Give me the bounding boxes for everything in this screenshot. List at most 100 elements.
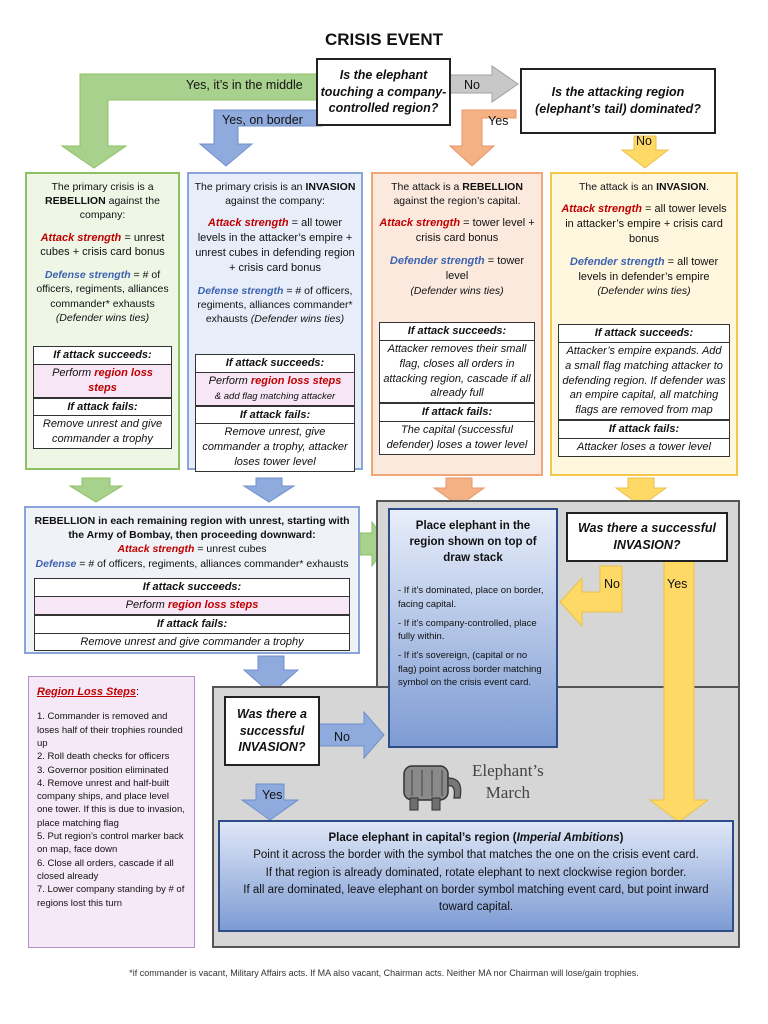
elephants-march-title: Elephant’s March — [472, 760, 544, 804]
green-succ-head: If attack succeeds: — [34, 347, 171, 365]
orange-outcome-table: If attack succeeds: Attacker removes the… — [379, 322, 535, 455]
panel-place-elephant-draw: Place elephant in the region shown on to… — [388, 508, 558, 748]
blue-outcome-table: If attack succeeds: Perform region loss … — [195, 354, 355, 472]
arrow-orange-down — [432, 477, 486, 507]
green-intro: The primary crisis is a REBELLION agains… — [45, 181, 160, 222]
blue-fail-head: If attack fails: — [196, 405, 354, 425]
panel-rebellion-capital: The attack is a REBELLION against the re… — [371, 172, 543, 476]
yellow-succ-head: If attack succeeds: — [559, 325, 729, 343]
question-attacking-dominated: Is the attacking region (elephant’s tail… — [520, 68, 716, 134]
arrow-no-inv1-overlay — [559, 565, 623, 628]
region-loss-title: Region Loss Steps: — [37, 686, 140, 698]
panel-invasion-company: The primary crisis is an INVASION agains… — [187, 172, 363, 472]
label-yes-border: Yes, on border — [222, 113, 303, 127]
rebellion-outcome-table: If attack succeeds: Perform region loss … — [34, 578, 350, 652]
region-loss-step: 2. Roll death checks for officers — [37, 751, 170, 763]
place-draw-bullet-3: - If it’s sovereign, (capital or no flag… — [398, 650, 542, 689]
orange-attack: Attack strength = tower level + crisis c… — [379, 217, 535, 245]
rebellion-head: REBELLION in each remaining region with … — [34, 515, 350, 542]
blue-defense: Defense strength = # of officers, regime… — [197, 284, 353, 326]
arrow-yes-inv2-overlay — [240, 783, 300, 821]
yellow-fail-head: If attack fails: — [559, 420, 729, 439]
blue-succ: Perform region loss steps& add flag matc… — [196, 372, 354, 406]
rebellion-defense: Defense = # of officers, regiments, alli… — [35, 557, 349, 570]
capital-line-3: If all are dominated, leave elephant on … — [243, 883, 709, 913]
green-ties: (Defender wins ties) — [55, 311, 150, 324]
arrow-no-inv2-overlay — [317, 710, 385, 760]
arrow-yes-dominated — [448, 109, 517, 167]
region-loss-step: 7. Lower company standing by # of region… — [37, 884, 185, 909]
arrow-yes-inv1-overlay — [648, 555, 710, 823]
question-successful-invasion-2: Was there a successful INVASION? — [224, 696, 320, 766]
elephant-token-icon — [403, 765, 462, 811]
rebellion-succ: Perform region loss steps — [35, 596, 349, 615]
label-yes-inv2: Yes — [262, 788, 283, 802]
green-fail-head: If attack fails: — [34, 397, 171, 417]
place-draw-bullet-1: - If it’s dominated, place on border, fa… — [398, 585, 544, 610]
arrow-yes-middle — [60, 73, 321, 169]
label-no-inv1: No — [604, 577, 620, 591]
arrow-no-dominated — [620, 135, 670, 169]
yellow-succ: Attacker’s empire expands. Add a small f… — [559, 343, 729, 421]
label-yes-middle: Yes, it’s in the middle — [186, 78, 303, 92]
region-loss-step: 4. Remove unrest and half-built company … — [37, 777, 185, 829]
blue-attack: Attack strength = all tower levels in th… — [195, 217, 355, 274]
arrow-no-top — [449, 65, 519, 103]
rebellion-attack: Attack strength = unrest cubes — [117, 543, 267, 556]
arrow-rebellion-down — [242, 655, 300, 695]
label-no-dominated: No — [636, 134, 652, 148]
orange-succ-head: If attack succeeds: — [380, 323, 534, 341]
orange-fail: The capital (successful defender) loses … — [386, 424, 528, 451]
blue-fail: Remove unrest, give commander a trophy, … — [202, 426, 348, 469]
rebellion-fail-head: If attack fails: — [35, 614, 349, 634]
blue-succ-head: If attack succeeds: — [196, 355, 354, 373]
place-draw-bullet-2: - If it’s company-controlled, place full… — [398, 617, 537, 643]
label-yes-dominated: Yes — [488, 114, 509, 128]
yellow-ties: (Defender wins ties) — [597, 285, 691, 298]
panel-rebellion-company: The primary crisis is a REBELLION agains… — [25, 172, 180, 470]
yellow-defense: Defender strength = all tower levels in … — [569, 255, 719, 283]
capital-line-1: Point it across the border with the symb… — [253, 849, 699, 862]
yellow-outcome-table: If attack succeeds: Attacker’s empire ex… — [558, 324, 730, 457]
yellow-fail: Attacker loses a tower level — [577, 440, 711, 453]
arrow-yes-border — [198, 109, 323, 167]
region-loss-step: 1. Commander is removed and loses half o… — [37, 711, 183, 749]
capital-line-2: If that region is already dominated, rot… — [265, 866, 687, 879]
green-attack: Attack strength = unrest cubes + crisis … — [40, 231, 165, 259]
region-loss-step: 5. Put region’s control marker back on m… — [37, 831, 184, 856]
green-outcome-table: If attack succeeds: Perform region loss … — [33, 346, 172, 450]
arrow-green-down — [68, 477, 124, 503]
yellow-attack: Attack strength = all tower levels in at… — [561, 203, 727, 245]
march-line-1: Elephant’s — [472, 761, 544, 780]
orange-fail-head: If attack fails: — [380, 403, 534, 423]
region-loss-step: 3. Governor position eliminated — [37, 764, 169, 776]
page-title: CRISIS EVENT — [324, 30, 444, 49]
march-line-2: March — [485, 783, 531, 803]
panel-remaining-rebellions: REBELLION in each remaining region with … — [24, 506, 360, 654]
label-no-inv2: No — [334, 730, 350, 744]
green-defense: Defense strength = # of officers, regime… — [36, 269, 169, 310]
rebellion-fail: Remove unrest and give commander a troph… — [80, 635, 304, 648]
panel-invasion-empire: The attack is an INVASION. Attack streng… — [550, 172, 738, 476]
panel-region-loss-steps: Region Loss Steps: 1. Commander is remov… — [28, 676, 195, 948]
region-loss-step: 6. Close all orders, cascade if all clos… — [37, 857, 174, 882]
panel-place-elephant-capital: Place elephant in capital’s region (Impe… — [218, 820, 734, 932]
orange-intro: The attack is a REBELLION against the re… — [391, 181, 523, 208]
green-fail: Remove unrest and give commander a troph… — [42, 418, 163, 446]
capital-head: Place elephant in capital’s region (Impe… — [328, 832, 624, 844]
yellow-intro: The attack is an INVASION. — [579, 181, 709, 193]
orange-succ: Attacker removes their small flag, close… — [380, 341, 534, 404]
place-draw-head: Place elephant in the region shown on to… — [409, 520, 537, 565]
footnote: *if commander is vacant, Military Affair… — [129, 968, 639, 978]
label-no-top: No — [464, 78, 480, 92]
arrow-yellow-down — [614, 477, 668, 507]
label-yes-inv1: Yes — [667, 577, 688, 591]
question-successful-invasion-1: Was there a successful INVASION? — [566, 512, 728, 562]
question-elephant-touching: Is the elephant touching a company-contr… — [316, 58, 451, 126]
blue-intro: The primary crisis is an INVASION agains… — [194, 181, 356, 208]
rebellion-succ-head: If attack succeeds: — [35, 579, 349, 597]
green-succ: Perform region loss steps — [34, 364, 171, 398]
arrow-blue-down — [242, 477, 296, 503]
orange-ties: (Defender wins ties) — [410, 284, 504, 297]
